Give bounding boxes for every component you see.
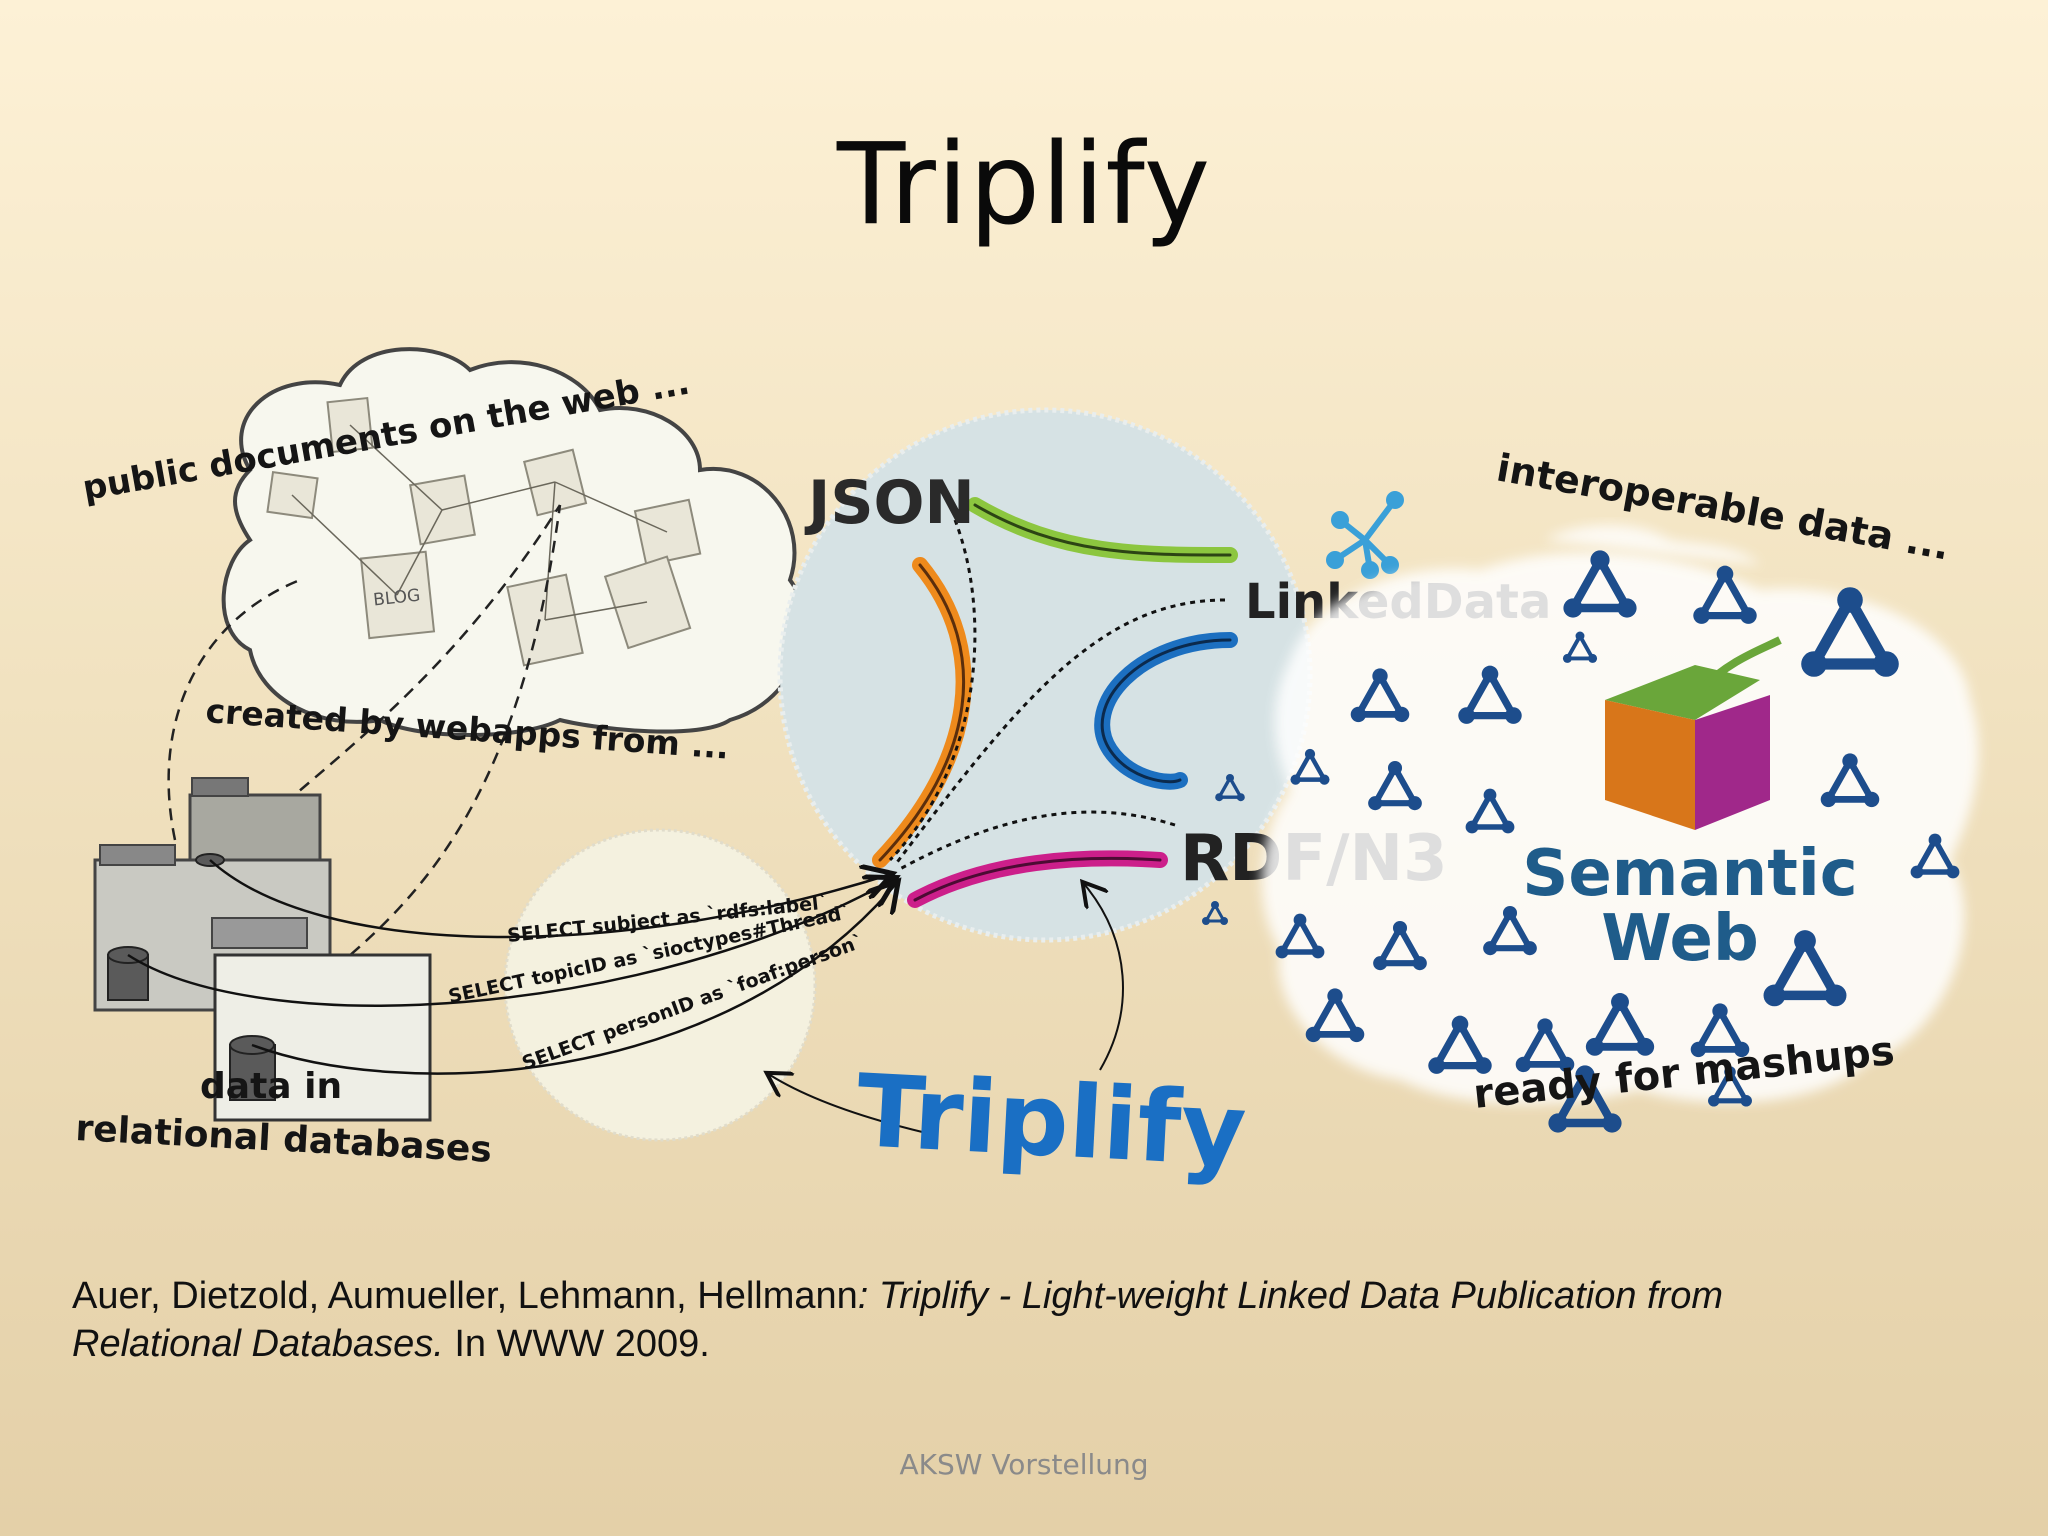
triplify-arrows <box>770 885 1124 1136</box>
json-label: JSON <box>804 468 975 538</box>
molecule-icon <box>1910 833 1960 879</box>
format-dotted-connectors <box>888 519 1226 872</box>
molecule-icon <box>1820 753 1880 808</box>
citation-venue: In WWW 2009. <box>443 1323 710 1365</box>
molecule-icon <box>1548 1065 1622 1133</box>
molecule-icon <box>1585 993 1655 1056</box>
citation-separator: : <box>857 1275 879 1317</box>
semantic-web-title: Semantic <box>1522 837 1857 911</box>
citation-title-line2: Relational Databases. <box>72 1323 444 1365</box>
format-arcs <box>872 497 1238 908</box>
molecule-icon <box>1305 988 1365 1043</box>
molecule-icon <box>1690 1003 1750 1058</box>
slide-title: Triplify <box>836 120 1212 250</box>
sql-arrows <box>127 859 895 1075</box>
citation: Auer, Dietzold, Aumueller, Lehmann, Hell… <box>72 1272 1952 1368</box>
molecule-icons <box>1202 550 1960 1133</box>
citation-authors: Auer, Dietzold, Aumueller, Lehmann, Hell… <box>72 1275 858 1317</box>
molecule-icon <box>1465 788 1515 834</box>
triplify-gear <box>503 828 817 1142</box>
molecule-icon <box>1708 1066 1752 1107</box>
relational-databases <box>93 777 432 1122</box>
molecule-icon <box>1290 748 1330 785</box>
molecule-icon <box>1483 905 1537 956</box>
molecule-icon <box>1373 920 1427 971</box>
db-caption-line1: data in <box>200 1066 342 1107</box>
semantic-web-subtitle: Web <box>1601 902 1759 976</box>
blog-doc-label: BLOG <box>372 586 421 611</box>
molecule-icon <box>1350 668 1410 723</box>
molecule-icon <box>1515 1018 1575 1073</box>
molecule-icon <box>1368 760 1422 811</box>
molecule-icon <box>1763 930 1847 1007</box>
triplify-logo: Triplify <box>854 1052 1249 1189</box>
molecule-icon <box>1801 587 1899 677</box>
molecule-icon <box>1428 1015 1492 1074</box>
molecule-icon <box>1215 774 1245 802</box>
molecule-icon <box>1693 565 1757 624</box>
molecule-icon <box>1275 913 1325 959</box>
molecule-icon <box>1202 901 1228 925</box>
molecule-icon <box>1563 550 1637 618</box>
linkeddata-snowflake-icon <box>1326 491 1404 579</box>
citation-title-line1: Triplify - Light-weight Linked Data Publ… <box>878 1275 1724 1317</box>
molecule-icon <box>1562 631 1598 663</box>
molecule-icon <box>1458 665 1522 724</box>
semantic-web-cube-icon <box>1605 636 1782 830</box>
semantic-web-cluster <box>1261 525 1979 1104</box>
slide-footer: AKSW Vorstellung <box>899 1448 1149 1481</box>
